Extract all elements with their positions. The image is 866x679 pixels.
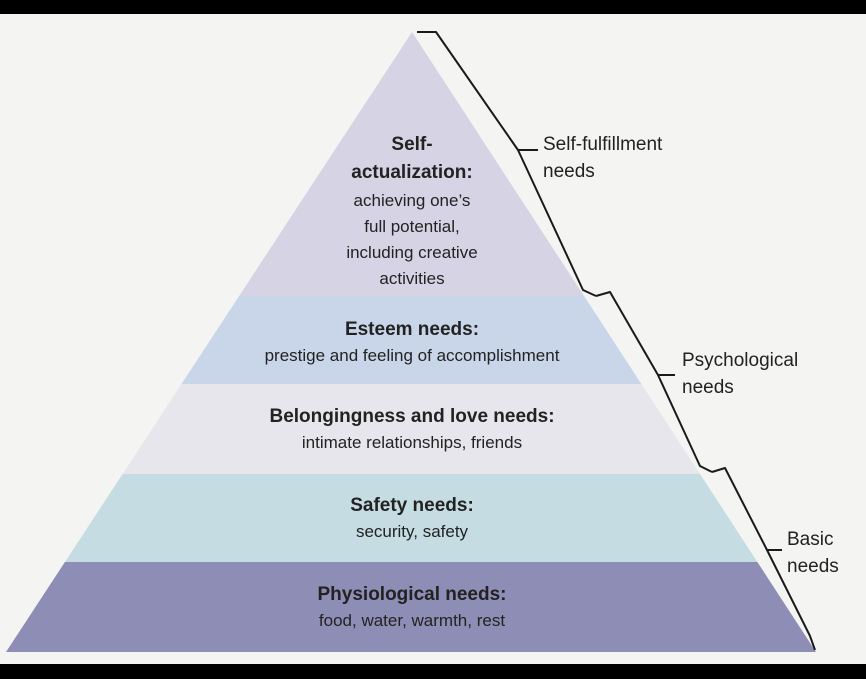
tier-desc: including creative bbox=[346, 243, 477, 262]
group-label: Basic bbox=[787, 529, 833, 550]
tier-title: Belongingness and love needs: bbox=[269, 406, 554, 427]
tier-title: Safety needs: bbox=[350, 495, 474, 516]
tier-self-actualization: Self- actualization: achieving one’s ful… bbox=[346, 134, 477, 288]
brace-self-fulfillment bbox=[417, 31, 597, 297]
pyramid bbox=[6, 32, 816, 652]
tier-belongingness: Belongingness and love needs: intimate r… bbox=[269, 406, 554, 452]
group-braces bbox=[417, 31, 816, 651]
tier-desc: prestige and feeling of accomplishment bbox=[265, 346, 560, 365]
group-label: Self-fulfillment bbox=[543, 134, 663, 155]
tier-band-physiological bbox=[6, 562, 816, 652]
tier-title-line2: actualization: bbox=[351, 162, 472, 183]
tier-desc: achieving one’s bbox=[354, 191, 471, 210]
group-label: needs bbox=[682, 377, 734, 398]
tier-title: Physiological needs: bbox=[318, 584, 507, 605]
group-label: Psychological bbox=[682, 350, 798, 371]
tier-title: Esteem needs: bbox=[345, 319, 479, 340]
tier-safety: Safety needs: security, safety bbox=[350, 495, 474, 541]
group-basic: Basic needs bbox=[787, 529, 839, 577]
tier-esteem: Esteem needs: prestige and feeling of ac… bbox=[265, 319, 560, 365]
tier-desc: food, water, warmth, rest bbox=[319, 611, 505, 630]
tier-title: Self- bbox=[391, 134, 432, 155]
group-self-fulfillment: Self-fulfillment needs bbox=[543, 134, 663, 182]
group-label: needs bbox=[543, 161, 595, 182]
tier-desc: security, safety bbox=[356, 522, 469, 541]
tier-desc: intimate relationships, friends bbox=[302, 433, 522, 452]
group-psychological: Psychological needs bbox=[682, 350, 798, 398]
tier-band-safety bbox=[6, 474, 816, 562]
tier-desc: activities bbox=[379, 269, 444, 288]
brace-basic bbox=[711, 467, 816, 651]
tier-band-belongingness bbox=[6, 384, 816, 474]
tier-physiological: Physiological needs: food, water, warmth… bbox=[318, 584, 507, 630]
group-label: needs bbox=[787, 556, 839, 577]
tier-desc: full potential, bbox=[364, 217, 459, 236]
brace-psychological bbox=[595, 291, 713, 473]
